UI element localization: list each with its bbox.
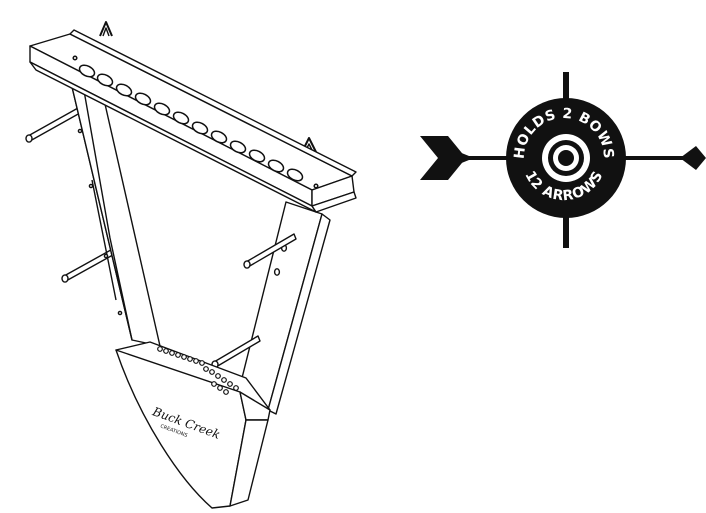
crosshair-bottom: [563, 214, 569, 248]
bow-peg-upper-right: [243, 233, 297, 269]
capacity-badge: HOLDS 2 BOWS 12 ARROWS: [420, 72, 706, 248]
top-arrow-rail: [29, 29, 357, 213]
bow-peg-upper-left: [25, 107, 81, 143]
arrow-holes: [72, 55, 319, 189]
arrow-fletching-icon: [420, 136, 474, 180]
hanging-hook-left: [99, 21, 113, 37]
arrow-tip-icon: [680, 146, 706, 170]
bottom-arrow-tray: [115, 341, 271, 509]
target-icon: [506, 98, 626, 218]
bow-rack-drawing: Buck Creek CREATIONS: [25, 21, 357, 509]
right-leg: [235, 201, 331, 415]
crosshair-top: [563, 72, 569, 102]
tray-arrow-holes: [157, 346, 239, 395]
